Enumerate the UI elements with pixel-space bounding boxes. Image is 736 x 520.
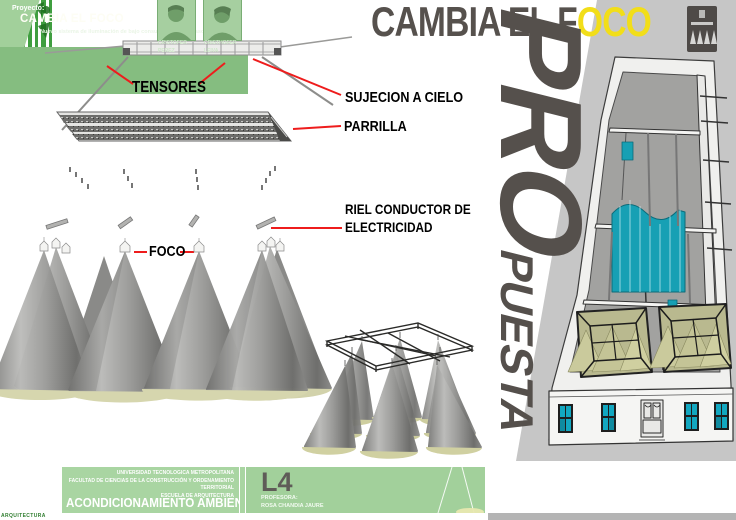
label-parrilla: PARRILLA — [344, 118, 407, 135]
facade-door — [639, 399, 665, 441]
university-line: FACULTAD DE CIENCIAS DE LA CONSTRUCCIÓN … — [68, 477, 234, 492]
bottom-gray-strip — [488, 513, 736, 520]
label-sujecion-a-cielo: SUJECION A CIELO — [345, 89, 464, 106]
sheet-info-box: L4 PROFESORA: ROSA CHANDIA JAURE — [246, 467, 485, 513]
page-title: CAMBIA EL FOCO — [371, 0, 652, 46]
university-line: UNIVERSIDAD TECNOLOGICA METROPOLITANA — [116, 470, 234, 476]
author-name: CRISTHOFER LEIVA — [204, 40, 237, 55]
author-last: PEREZ — [158, 47, 175, 54]
label-foco: FOCO — [149, 243, 186, 260]
rail-segments — [45, 214, 277, 230]
hanging-connectors — [69, 166, 276, 190]
title-accent-part: OCO — [576, 0, 652, 45]
label-riel-conductor: RIEL CONDUCTOR DE ELECTRICIDAD — [345, 200, 471, 236]
author-last: LEIVA — [204, 47, 219, 54]
label-tensores: TENSORES — [132, 79, 206, 96]
university-box: UNIVERSIDAD TECNOLOGICA METROPOLITANA FA… — [62, 467, 265, 513]
author-first: CRISTOFER — [158, 40, 187, 46]
label-riel-line1: RIEL CONDUCTOR DE — [345, 201, 471, 217]
sheet-number: L4 — [261, 467, 293, 497]
skylight-room — [649, 303, 732, 373]
lamp-system-icon — [687, 6, 717, 52]
professor-label: PROFESORA: — [261, 494, 298, 501]
propuesta-small: PUESTA — [491, 244, 543, 441]
footer-divider-strip — [240, 467, 245, 513]
project-box: Proyecto: CAMBIA EL FOCO Nuevo sistema d… — [0, 0, 248, 94]
label-riel-line2: ELECTRICIDAD — [345, 219, 433, 236]
university-line: ESCUELA DE ARQUITECTURA — [160, 492, 234, 499]
professor-info: PROFESORA: ROSA CHANDIA JAURE — [261, 494, 324, 511]
professor-name: ROSA CHANDIA JAURE — [261, 502, 324, 509]
author-name: CRISTOFER PEREZ — [158, 40, 187, 55]
light-cones — [0, 236, 332, 403]
university-lines: UNIVERSIDAD TECNOLOGICA METROPOLITANA FA… — [62, 470, 234, 500]
overlap-ghost-lines — [437, 467, 484, 513]
course-title: ACONDICIONAMIENTO AMBIENTAL — [66, 496, 265, 510]
title-dark-part: CAMBIA EL F — [371, 0, 578, 45]
parrilla-grid — [55, 111, 293, 142]
assembled-system-render — [301, 322, 482, 459]
propuesta-big: PRO — [476, 0, 606, 274]
author-first: CRISTHOFER — [204, 40, 237, 46]
